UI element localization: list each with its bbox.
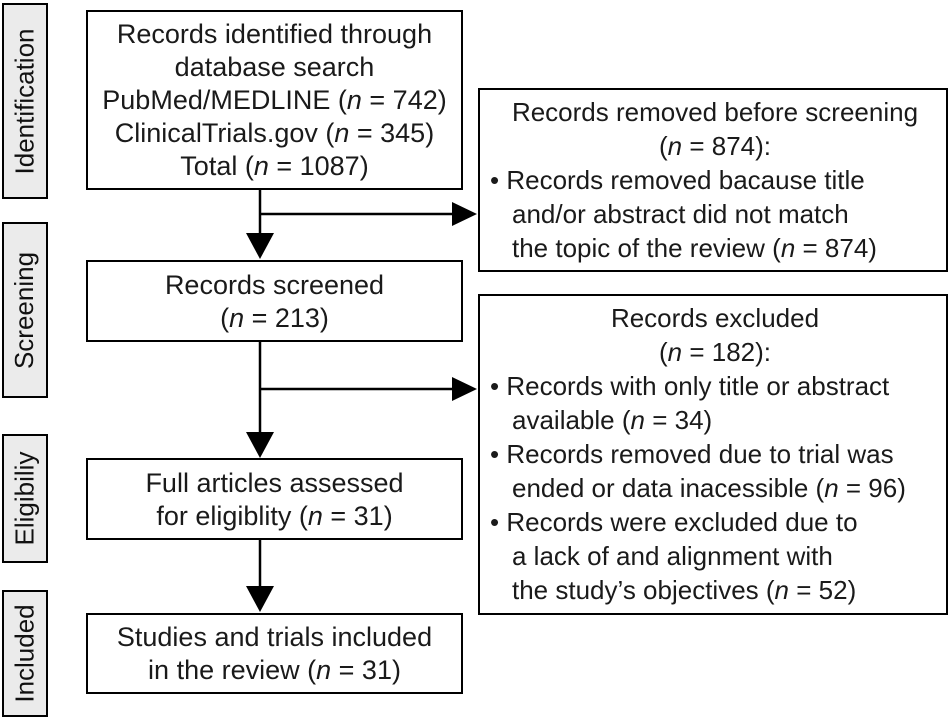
bullet-line: available (n = 34): [512, 405, 713, 435]
bullet-line: the study’s objectives (n = 52): [512, 575, 857, 605]
bullet-line: ended or data inacessible (n = 96): [512, 473, 906, 503]
box-line: in the review (n = 31): [148, 655, 401, 685]
arrowhead-down-3: [246, 586, 274, 612]
bullet-line: • Records were excluded due to: [490, 507, 858, 537]
bullet-line: a lack of and alignment with: [512, 541, 833, 571]
bullet-line: • Records removed due to trial was: [490, 439, 894, 469]
box-studies-included: Studies and trials included in the revie…: [86, 613, 463, 694]
box-line: ClinicalTrials.gov (n = 345): [114, 118, 435, 148]
box-line: database search: [174, 52, 375, 82]
stage-included: Included: [2, 590, 48, 717]
box-line: for eligiblity (n = 31): [156, 501, 393, 531]
box-records-removed-before-screening: Records removed before screening (n = 87…: [478, 88, 948, 272]
stage-label: Eligibiliy: [9, 451, 40, 546]
box-line: Records screened: [164, 270, 385, 300]
box-line: (n = 213): [220, 303, 329, 333]
box-heading-line: Records excluded: [610, 303, 820, 333]
arrowhead-down-1: [246, 233, 274, 259]
arrowhead-right-2: [452, 377, 477, 401]
box-records-excluded: Records excluded (n = 182): • Records wi…: [478, 294, 948, 615]
arrowhead-right-1: [452, 202, 477, 226]
box-records-identified: Records identified through database sear…: [86, 10, 463, 190]
stage-eligibility: Eligibiliy: [2, 434, 48, 563]
bullet-line: • Records removed bacause title: [490, 165, 865, 195]
stage-identification: Identification: [2, 3, 48, 199]
stage-label: Identification: [9, 28, 40, 174]
bullet-line: and/or abstract did not match: [512, 199, 849, 229]
box-line: PubMed/MEDLINE (n = 742): [102, 85, 447, 115]
stage-label: Included: [9, 604, 40, 703]
arrowhead-down-2: [246, 432, 274, 458]
box-line: Records identified through: [116, 19, 433, 49]
bullet-line: • Records with only title or abstract: [490, 371, 890, 401]
stage-screening: Screening: [2, 222, 48, 398]
box-line: Studies and trials included: [116, 622, 433, 652]
box-heading-line: Records removed before screening: [511, 97, 919, 127]
box-line: Full articles assessed: [145, 468, 404, 498]
box-heading-line: (n = 874):: [658, 131, 772, 161]
box-heading-line: (n = 182):: [658, 337, 772, 367]
box-records-screened: Records screened (n = 213): [86, 260, 463, 342]
box-full-articles-assessed: Full articles assessed for eligiblity (n…: [86, 458, 463, 540]
stage-label: Screening: [9, 251, 40, 369]
bullet-line: the topic of the review (n = 874): [512, 233, 877, 263]
box-line: Total (n = 1087): [180, 151, 369, 181]
